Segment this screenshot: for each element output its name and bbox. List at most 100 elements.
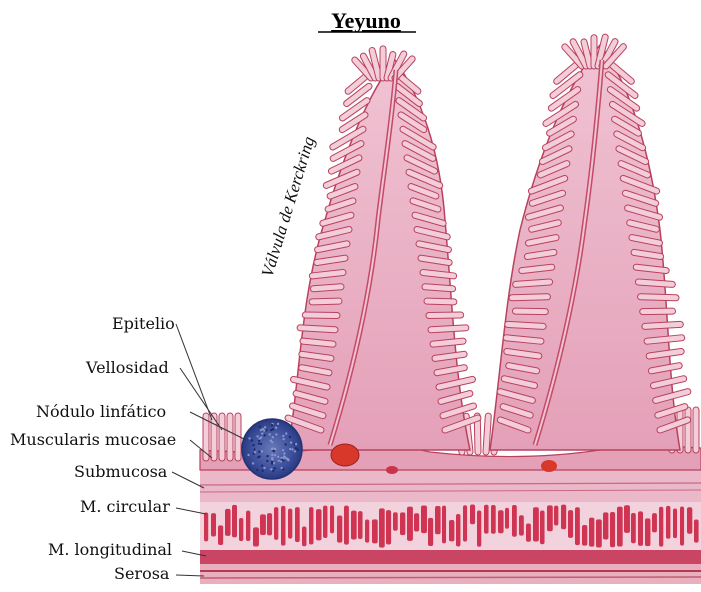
longitudinal-muscle-band — [200, 548, 701, 564]
muscle-cell — [372, 519, 378, 543]
nodule-cell — [257, 456, 259, 458]
muscle-cell — [211, 513, 216, 536]
nodule-cell — [256, 435, 258, 437]
label-m-longitudinal: M. longitudinal — [48, 540, 172, 559]
muscle-cell — [351, 511, 357, 540]
muscle-cell — [288, 509, 292, 539]
nodule-cell — [270, 468, 272, 470]
villus — [636, 267, 666, 270]
muscle-cell — [316, 509, 322, 540]
nodule-cell — [268, 433, 270, 435]
muscle-cell — [400, 512, 405, 535]
muscle-cell — [610, 512, 615, 547]
muscle-cell — [631, 513, 636, 543]
villus — [512, 297, 547, 298]
muscle-cell — [603, 512, 608, 539]
label-muscularis-mucosae: Muscularis mucosae — [10, 430, 176, 449]
muscle-cell — [540, 511, 545, 545]
muscle-cell — [428, 518, 433, 546]
villus — [312, 272, 343, 275]
muscle-cell — [337, 516, 342, 543]
nodule-cell — [254, 451, 256, 453]
nodule-cell — [278, 460, 280, 462]
muscle-cell — [309, 507, 313, 544]
muscle-cell — [260, 514, 266, 535]
muscle-cell — [526, 524, 531, 542]
muscle-cell — [386, 510, 391, 544]
villus — [303, 341, 333, 344]
nodule-cell — [265, 429, 267, 431]
nodule-cell — [260, 429, 262, 431]
muscle-cell — [624, 505, 630, 533]
label-serosa: Serosa — [114, 564, 170, 583]
nodule-cell — [266, 460, 268, 462]
nodule-cell — [272, 436, 274, 438]
nodule-cell — [271, 454, 273, 456]
muscle-cell — [680, 507, 684, 546]
villus — [431, 328, 466, 330]
villus — [508, 324, 543, 326]
villus — [516, 282, 550, 284]
muscle-cell — [477, 511, 481, 547]
nodule-cell — [266, 455, 268, 457]
nodule-cell — [272, 447, 274, 449]
nodule-cell — [294, 450, 296, 452]
nodule-cell — [291, 448, 293, 450]
nodule-cell — [282, 449, 284, 451]
muscle-cell — [491, 505, 496, 534]
nodule-cell — [261, 432, 263, 434]
nodule-cell — [274, 448, 276, 450]
blood-vessel-left — [331, 444, 359, 466]
muscle-cell — [568, 510, 573, 538]
muscle-cell — [393, 512, 398, 531]
nodule-cell — [258, 440, 260, 442]
serosa-line-2 — [200, 577, 701, 578]
nodule-cell — [271, 462, 273, 464]
villus — [641, 297, 676, 298]
nodule-cell — [282, 435, 284, 437]
muscle-cell — [246, 511, 250, 541]
nodule-cell — [274, 454, 276, 456]
muscle-cell — [617, 507, 623, 547]
villus — [638, 282, 672, 284]
nodule-cell — [263, 434, 265, 436]
muscle-cell — [421, 505, 427, 533]
nodule-cell — [252, 462, 254, 464]
nodule-cell — [248, 437, 250, 439]
nodule-cell — [290, 441, 292, 443]
muscle-cell — [449, 520, 454, 541]
serosa-layer — [200, 562, 701, 584]
nodule-cell — [263, 467, 265, 469]
nodule-cell — [261, 450, 263, 452]
leader-serosa — [176, 575, 204, 576]
nodule-cell — [271, 458, 273, 460]
muscle-cell — [575, 507, 580, 545]
muscle-cell — [232, 505, 237, 537]
nodule-cell — [259, 425, 261, 427]
nodule-cell — [272, 428, 274, 430]
muscle-cell — [687, 507, 692, 534]
muscle-cell — [456, 514, 460, 547]
nodule-cell — [272, 470, 274, 472]
label-nodulo-linfatico: Nódulo linfático — [36, 402, 166, 421]
muscle-cell — [435, 506, 441, 534]
blood-vessel-small — [386, 466, 398, 474]
muscle-cell — [442, 506, 446, 544]
nodule-cell — [280, 467, 282, 469]
leader-submucosa — [172, 472, 204, 488]
muscle-cell — [652, 513, 657, 532]
muscle-cell — [659, 507, 663, 547]
nodule-cell — [275, 427, 277, 429]
nodule-cell — [289, 448, 291, 450]
nodule-cell — [256, 469, 258, 471]
muscle-cell — [463, 505, 467, 541]
muscle-cell — [218, 525, 223, 545]
muscle-cell — [498, 510, 504, 533]
villus — [645, 324, 680, 326]
fold-right-body — [490, 45, 680, 450]
muscle-cell — [253, 527, 259, 546]
villus — [647, 338, 682, 341]
nodule-cell — [253, 448, 255, 450]
blood-vessel-right — [541, 460, 557, 472]
